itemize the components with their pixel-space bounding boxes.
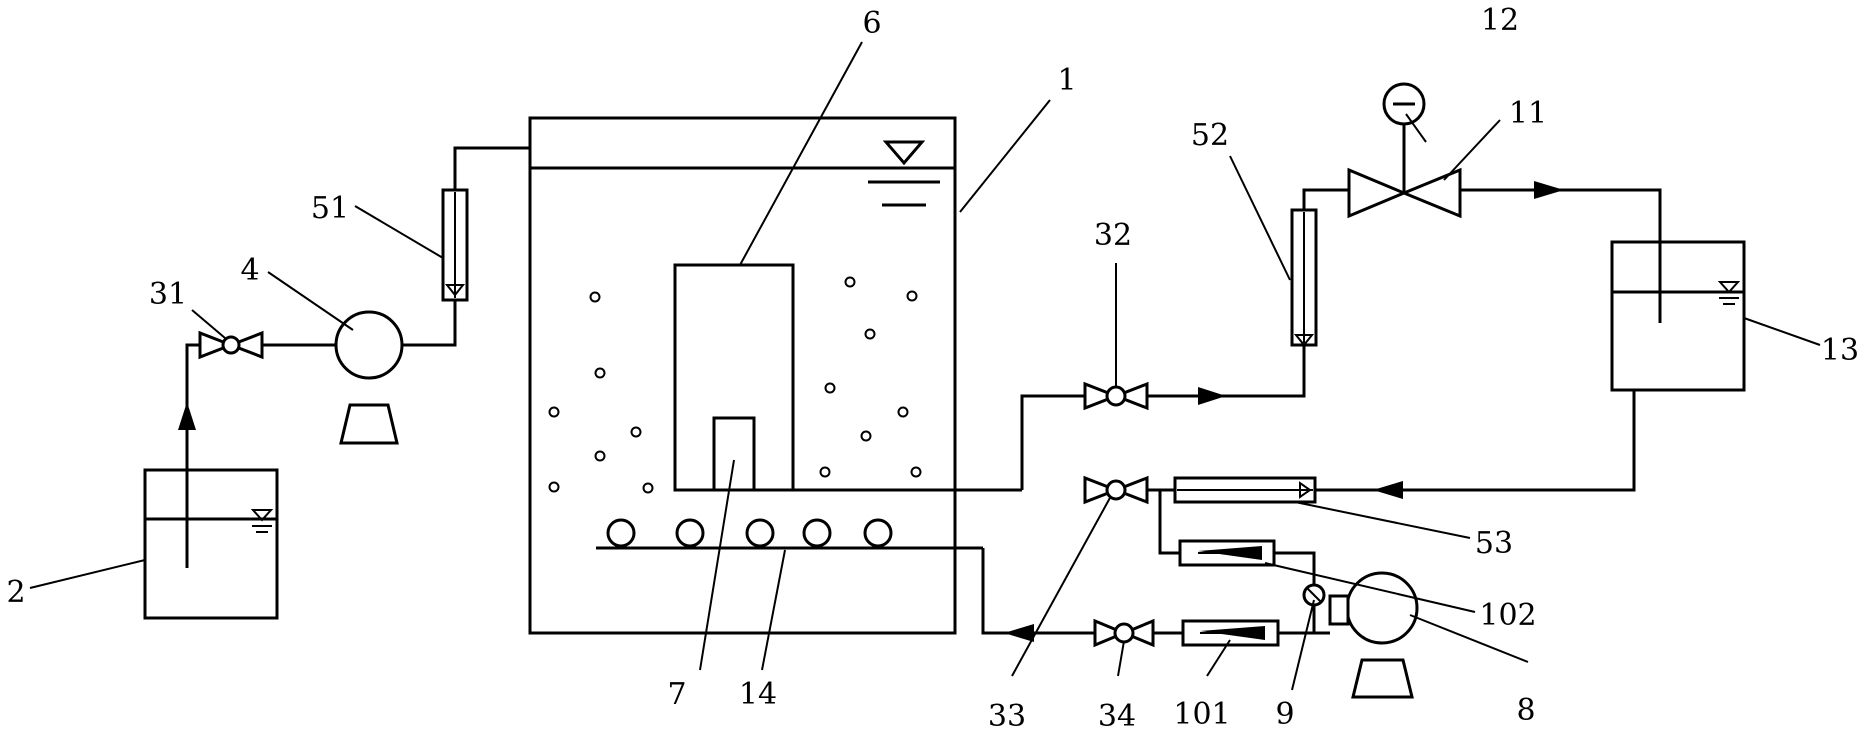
flow-arrow-left-air — [1004, 624, 1034, 642]
flowmeter-101 — [1181, 619, 1280, 647]
air-blower-8[interactable] — [1328, 571, 1419, 699]
label-8: 8 — [1516, 693, 1535, 728]
permeate-tank — [1610, 240, 1746, 392]
label-102: 102 — [1479, 598, 1536, 633]
leader-lines — [29, 41, 1821, 691]
label-9: 9 — [1275, 697, 1294, 732]
label-1: 1 — [1057, 63, 1076, 98]
reactor-tank — [528, 116, 957, 635]
label-13: 13 — [1821, 333, 1859, 368]
flow-arrow-right-11 — [1534, 181, 1564, 199]
feed-pump[interactable] — [334, 310, 404, 445]
label-33: 33 — [988, 699, 1026, 734]
label-14: 14 — [739, 677, 777, 712]
label-7: 7 — [667, 677, 686, 712]
label-101: 101 — [1173, 697, 1230, 732]
label-31: 31 — [149, 277, 187, 312]
label-12: 12 — [1481, 3, 1519, 38]
control-valve-11[interactable] — [1347, 124, 1462, 219]
membrane-module — [673, 263, 795, 492]
air-bubbles — [548, 276, 922, 494]
label-34: 34 — [1098, 699, 1136, 734]
flow-arrow-up — [178, 402, 196, 430]
flow-arrow-left-return — [1373, 481, 1403, 499]
label-52: 52 — [1191, 118, 1229, 153]
water-level-symbol — [868, 140, 940, 207]
aeration-diffuser — [596, 518, 983, 550]
label-32: 32 — [1094, 218, 1132, 253]
label-11: 11 — [1509, 96, 1547, 131]
flowmeter-53 — [1173, 476, 1317, 504]
flow-arrow-right-32 — [1198, 387, 1226, 405]
label-4: 4 — [240, 253, 259, 288]
valve-31[interactable] — [198, 330, 264, 360]
inner-collector — [712, 416, 756, 492]
label-2: 2 — [6, 575, 25, 610]
label-51: 51 — [311, 191, 349, 226]
flowmeter-102 — [1178, 539, 1276, 567]
label-53: 53 — [1475, 526, 1513, 561]
feed-tank — [143, 468, 279, 620]
label-6: 6 — [862, 6, 881, 41]
flowmeter-52 — [1290, 208, 1318, 347]
pressure-gauge-12 — [1382, 82, 1426, 126]
flowmeter-51 — [441, 188, 469, 302]
valve-33[interactable] — [1083, 475, 1149, 505]
